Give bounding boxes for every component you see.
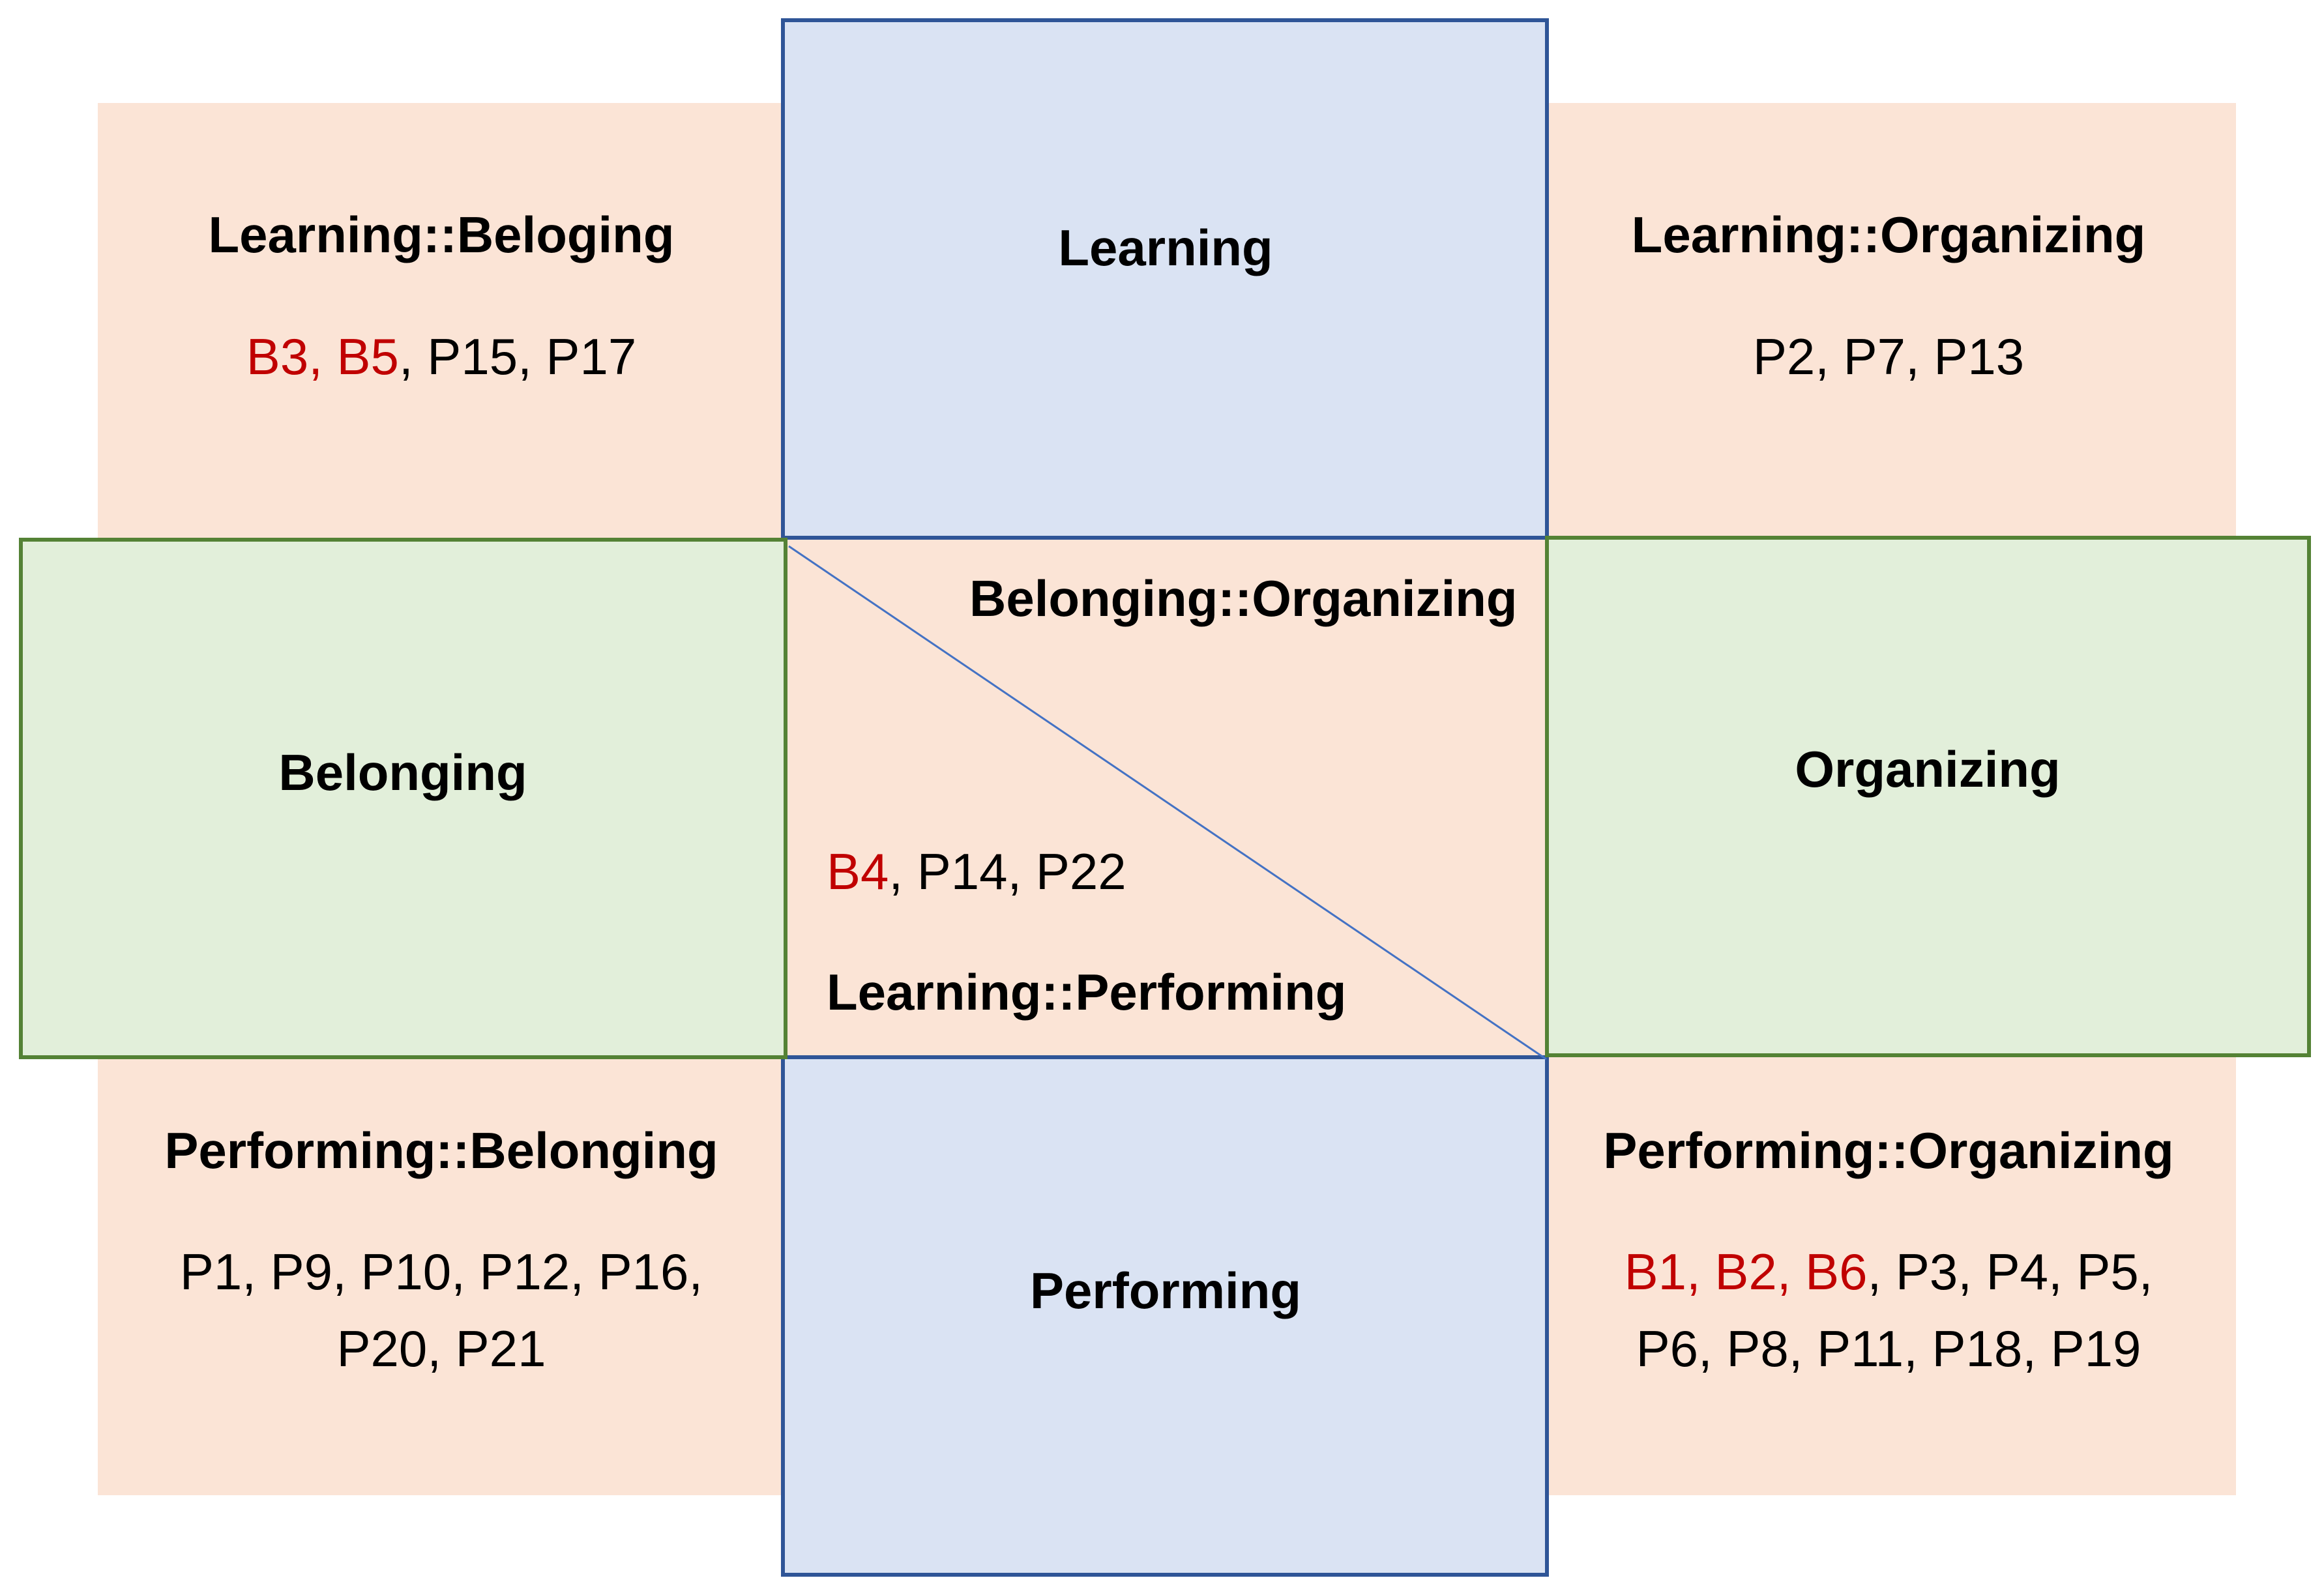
plain-items: , P14, P22 (889, 843, 1126, 900)
center-title-belonging-organizing: Belonging::Organizing (969, 570, 1518, 627)
highlighted-items: B1, B2, B6 (1624, 1243, 1868, 1300)
quadrant-top-left (98, 103, 786, 540)
quadrant-title-performing-belonging: Performing::Belonging (164, 1122, 718, 1179)
items-line-2: P6, P8, P11, P18, P19 (1636, 1320, 2141, 1377)
axis-box-belonging (19, 538, 787, 1059)
items-line-1: B1, B2, B6, P3, P4, P5, (1625, 1233, 2153, 1310)
center-items: B4, P14, P22 (827, 833, 1126, 910)
quadrant-items-performing-organizing: B1, B2, B6, P3, P4, P5, P6, P8, P11, P18… (1625, 1233, 2153, 1387)
quadrant-items-learning-organizing: P2, P7, P13 (1752, 328, 2025, 385)
highlighted-items: B3, B5 (246, 328, 399, 385)
plain-items: , P15, P17 (398, 328, 637, 385)
center-title-learning-performing: Learning::Performing (827, 963, 1347, 1021)
items-line-1: P1, P9, P10, P12, P16, (179, 1243, 703, 1300)
axis-box-organizing (1545, 536, 2311, 1057)
axis-label-performing: Performing (1029, 1262, 1302, 1319)
quadrant-items-performing-belonging: P1, P9, P10, P12, P16, P20, P21 (180, 1233, 703, 1387)
quadrant-bottom-left (98, 1057, 786, 1495)
quadrant-items-learning-belonging: B3, B5, P15, P17 (246, 318, 636, 395)
items-line-2: P20, P21 (336, 1320, 546, 1377)
axis-box-performing (781, 1055, 1549, 1577)
plain-items: , P3, P4, P5, (1867, 1243, 2153, 1300)
highlighted-items: B4 (827, 843, 889, 900)
center-cell (786, 538, 1547, 1059)
quadrant-top-right (1547, 103, 2236, 540)
axis-label-belonging: Belonging (278, 744, 527, 801)
quadrant-bottom-right (1547, 1057, 2236, 1495)
axis-box-learning (781, 18, 1549, 540)
quadrant-title-learning-organizing: Learning::Organizing (1631, 206, 2146, 263)
axis-label-organizing: Organizing (1795, 740, 2061, 798)
axis-label-learning: Learning (1058, 219, 1273, 276)
quadrant-title-performing-organizing: Performing::Organizing (1603, 1122, 2174, 1179)
quadrant-title-learning-belonging: Learning::Beloging (208, 206, 675, 263)
